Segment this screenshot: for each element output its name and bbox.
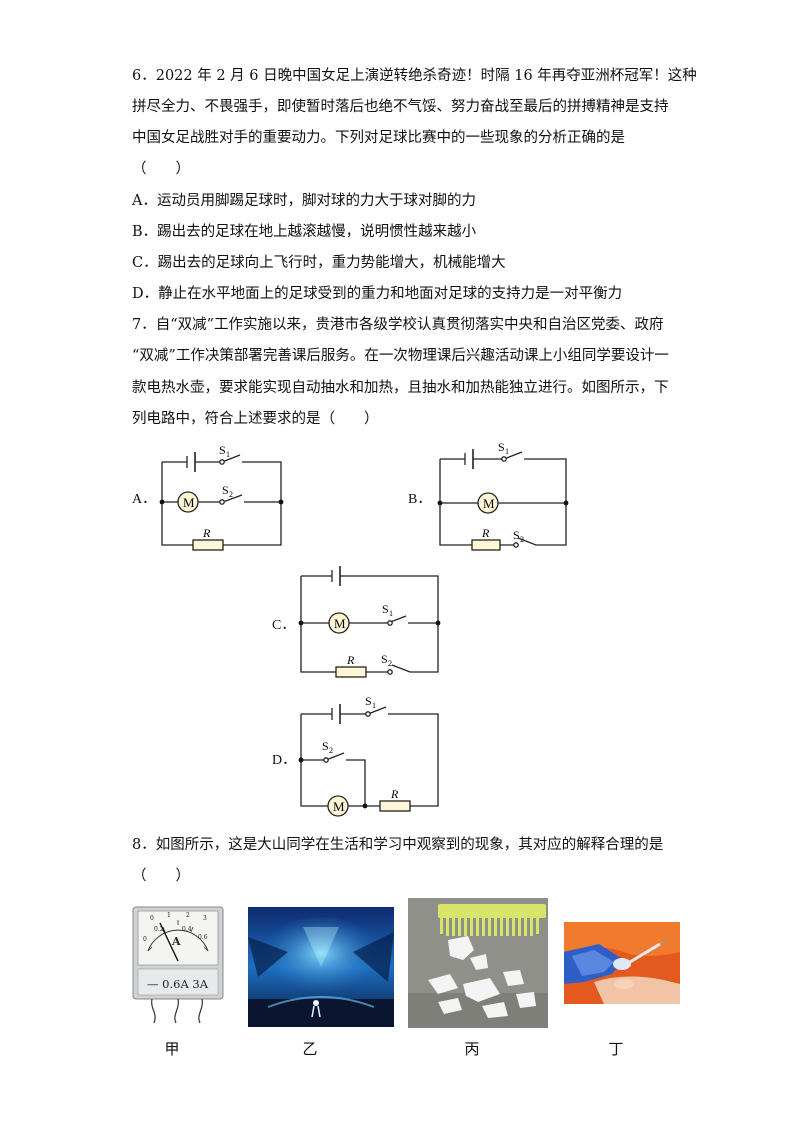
circuit-d-resistor: R xyxy=(390,787,399,801)
circuit-d-diagram[interactable]: M S 1 S 2 R xyxy=(292,694,447,817)
circuit-b-s2: S xyxy=(513,528,520,542)
q6-stem-line-1: 6．2022 年 2 月 6 日晚中国女足上演逆转绝杀奇迹！时隔 16 年再夺亚… xyxy=(132,68,697,84)
q7-stem-line-3: 款电热水壶，要求能实现自动抽水和加热，且抽水和加热能独立进行。如图所示，下 xyxy=(132,380,669,396)
circuit-a-s2: S xyxy=(222,483,229,497)
circuit-a-s1-sub: 1 xyxy=(226,450,230,459)
circuit-b-resistor: R xyxy=(481,526,490,540)
q7-stem-line-4: 列电路中，符合上述要求的是（ ） xyxy=(132,411,379,427)
ammeter-tick-1: 0.2 xyxy=(154,926,164,933)
ammeter-tick-2: 0.4 xyxy=(182,926,192,933)
circuit-a-s1: S xyxy=(219,443,226,457)
picture-label-bing: 丙 xyxy=(464,1040,480,1058)
circuit-a-s2-sub: 2 xyxy=(229,490,233,499)
picture-label-yi: 乙 xyxy=(302,1040,318,1058)
q6-option-a[interactable]: A．运动员用脚踢足球时，脚对球的力大于球对脚的力 xyxy=(132,193,476,209)
stage-light-photo-icon[interactable] xyxy=(248,907,394,1027)
circuit-d-s2: S xyxy=(322,739,329,753)
circuit-a-label[interactable]: A． xyxy=(132,492,157,507)
circuit-a-motor: M xyxy=(183,495,195,510)
ammeter-top-tick-2: 2 xyxy=(186,912,190,919)
circuit-b-diagram[interactable]: M S 1 S 2 R xyxy=(428,437,573,552)
circuit-c-s2: S xyxy=(381,652,388,666)
q6-answer-blank: （ ） xyxy=(132,161,190,177)
circuit-b-s1: S xyxy=(498,440,505,454)
ammeter-top-tick-1: 1 xyxy=(167,912,171,919)
q6-option-b[interactable]: B．踢出去的足球在地上越滚越慢，说明惯性越来越小 xyxy=(132,224,477,240)
circuit-b-s2-sub: 2 xyxy=(520,535,524,544)
injection-photo-icon[interactable] xyxy=(564,922,680,1004)
circuit-d-motor: M xyxy=(333,799,345,814)
ammeter-unit: A xyxy=(171,935,181,948)
circuit-b-s1-sub: 1 xyxy=(505,447,509,456)
circuit-d-label[interactable]: D． xyxy=(272,753,297,768)
circuit-a-resistor: R xyxy=(202,526,211,540)
q7-stem-line-1: 7．自“双减”工作实施以来，贵港市各级学校认真贯彻落实中央和自治区党委、政府 xyxy=(132,317,664,333)
comb-paper-photo-icon[interactable] xyxy=(408,898,548,1028)
circuit-c-diagram[interactable]: M S 1 S 2 R xyxy=(292,565,447,680)
circuit-c-s1-sub: 1 xyxy=(389,609,393,618)
ammeter-terminals: — 0.6A 3A xyxy=(147,977,209,991)
circuit-d-s1-sub: 1 xyxy=(372,701,376,710)
circuit-c-motor: M xyxy=(334,616,346,631)
circuit-a-diagram[interactable]: M S 1 S 2 R xyxy=(150,440,290,552)
q8-stem-line-1: 8．如图所示，这是大山同学在生活和学习中观察到的现象，其对应的解释合理的是 xyxy=(132,837,664,853)
ammeter-top-tick-0: 0 xyxy=(150,915,154,922)
circuit-c-label[interactable]: C． xyxy=(272,618,296,633)
circuit-c-resistor: R xyxy=(346,653,355,667)
picture-label-ding: 丁 xyxy=(608,1040,624,1058)
ammeter-tick-3: 0.6 xyxy=(198,934,208,941)
ammeter-photo-icon[interactable]: A 0 0.2 0.4 0.6 0 1 2 3 — 0.6A 3A xyxy=(130,905,226,1025)
q6-option-d[interactable]: D．静止在水平地面上的足球受到的重力和地面对足球的支持力是一对平衡力 xyxy=(132,286,623,302)
circuit-c-s2-sub: 2 xyxy=(388,659,392,668)
q6-stem-line-2: 拼尽全力、不畏强手，即使暂时落后也绝不气馁、努力奋战至最后的拼搏精神是支持 xyxy=(132,99,669,115)
circuit-b-motor: M xyxy=(483,496,495,511)
q6-stem-line-3: 中国女足战胜对手的重要动力。下列对足球比赛中的一些现象的分析正确的是 xyxy=(132,130,625,146)
circuit-d-s2-sub: 2 xyxy=(329,746,333,755)
ammeter-top-tick-3: 3 xyxy=(203,915,207,922)
q7-stem-line-2: “双减”工作决策部署完善课后服务。在一次物理课后兴趣活动课上小组同学要设计一 xyxy=(132,348,669,364)
q6-option-c[interactable]: C．踢出去的足球向上飞行时，重力势能增大，机械能增大 xyxy=(132,255,506,271)
ammeter-tick-0: 0 xyxy=(143,936,147,943)
circuit-c-s1: S xyxy=(382,602,389,616)
circuit-b-label[interactable]: B． xyxy=(408,492,432,507)
q8-answer-blank: （ ） xyxy=(132,868,190,884)
picture-label-jia: 甲 xyxy=(164,1040,180,1058)
circuit-d-s1: S xyxy=(365,694,372,708)
